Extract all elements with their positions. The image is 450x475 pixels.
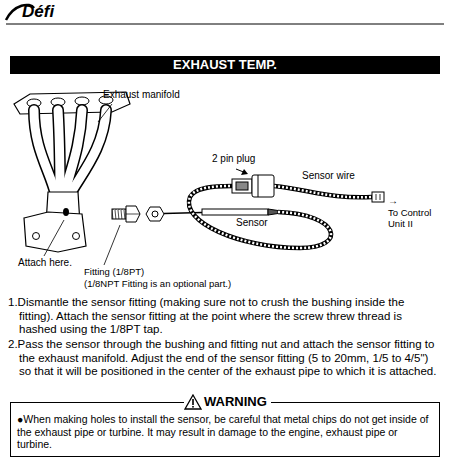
leader-line [44,220,64,256]
part-label: Sensor [236,217,268,229]
destination-label: To Control Unit II [388,207,440,230]
warning-heading: WARNING [202,394,271,410]
note-text: (1/8NPT Fitting is an optional part.) [84,278,231,289]
brand-logo: Défi [22,2,54,22]
exhaust-manifold [14,92,130,252]
leader-line [98,104,112,122]
warning-triangle [184,394,202,410]
warning-text: ●When making holes to install the sensor… [17,413,433,451]
leader-line [104,225,120,265]
wire-connector [372,192,384,202]
title-banner-text: EXHAUST TEMP. [10,57,440,73]
sensor-fitting [112,206,164,222]
top-rule [6,24,444,25]
part-label: Fitting (1/8PT) [84,266,144,277]
warning-box: WARNING●When making holes to install the… [10,402,440,457]
sensor-probe [164,209,278,215]
part-label: Attach here. [18,257,72,269]
title-banner [10,56,440,74]
instruction-step: 2.Pass the sensor through the bushing an… [8,338,442,379]
arrow-symbol: → [388,195,398,207]
instruction-step: 1.Dismantle the sensor fitting (making s… [8,296,442,337]
part-label: Sensor wire [302,170,355,182]
two-pin-plug [232,175,274,197]
part-label: 2 pin plug [212,153,255,165]
sensor-wire [189,186,372,248]
part-label: Exhaust manifold [103,89,180,101]
